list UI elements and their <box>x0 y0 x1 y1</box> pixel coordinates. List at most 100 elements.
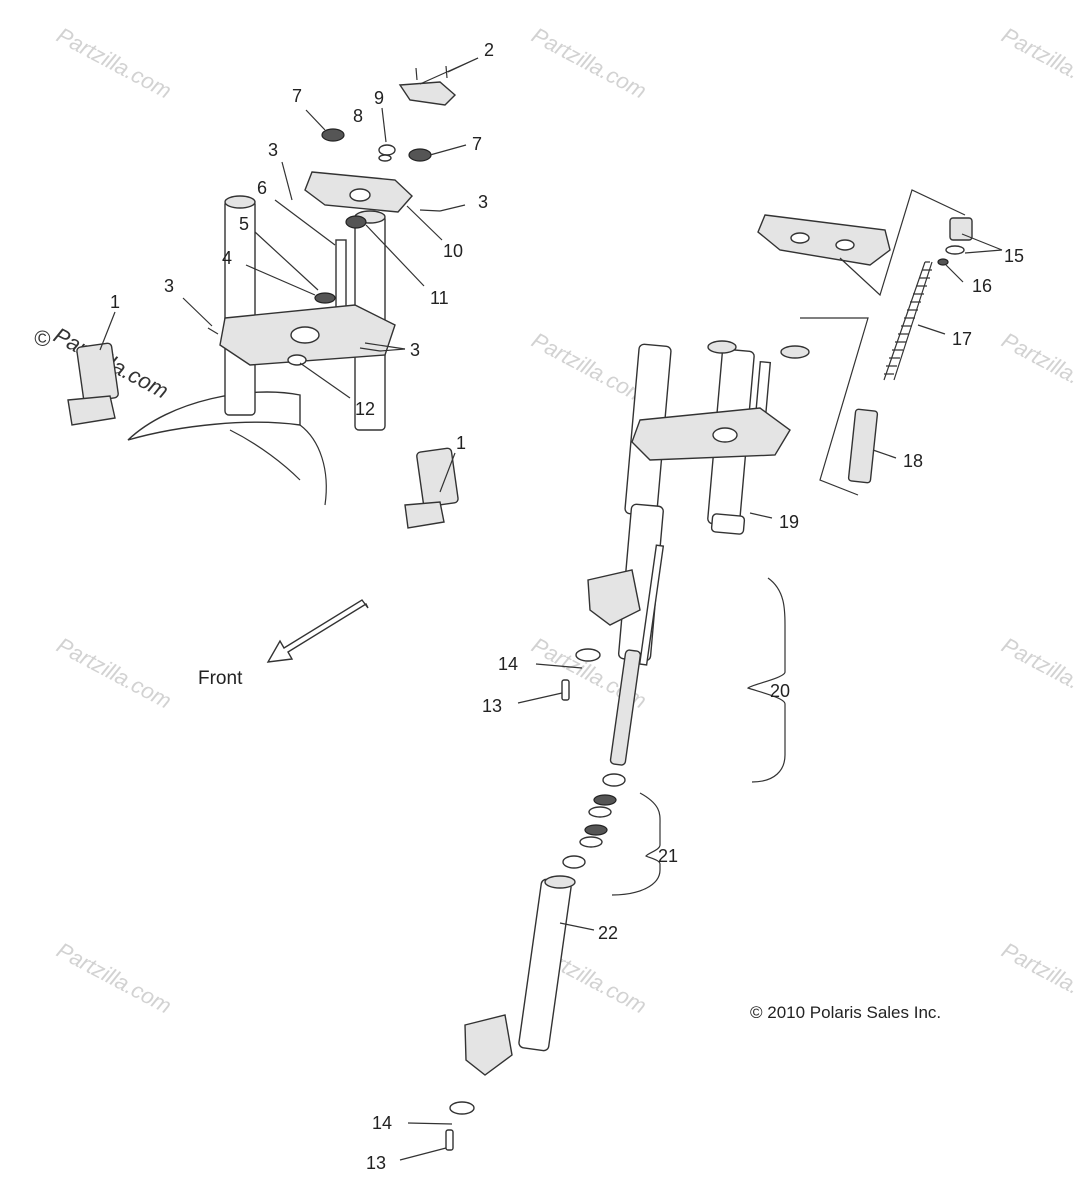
fork-cover-bracket <box>404 501 445 529</box>
bearing-race <box>321 128 345 142</box>
watermark: Partzilla.com <box>53 937 176 1018</box>
callout-10: 10 <box>443 241 463 261</box>
watermark-copyright-symbol: © <box>34 326 51 351</box>
screw <box>359 347 381 352</box>
callout-19: 19 <box>779 512 799 532</box>
bearing-upper <box>345 215 367 229</box>
watermark: Partzilla.com <box>998 632 1074 713</box>
watermark: Partzilla.com <box>53 22 176 103</box>
fork-cover <box>416 447 459 508</box>
screw <box>207 327 219 335</box>
brace-20 <box>747 577 786 783</box>
leader-lines <box>99 57 1003 1161</box>
watermark: Partzilla.com <box>998 327 1074 408</box>
front-fender <box>127 391 301 441</box>
right-assembly <box>445 189 973 1151</box>
slider-top <box>544 875 576 889</box>
pin <box>445 1129 454 1151</box>
callout-2: 2 <box>484 40 494 60</box>
callout-13: 13 <box>482 696 502 716</box>
bearing-race <box>408 148 432 162</box>
callout-7: 7 <box>472 134 482 154</box>
fork-tube-cap <box>224 195 256 209</box>
brace-21 <box>611 792 661 896</box>
washer <box>588 806 612 818</box>
seal-ring <box>593 794 617 806</box>
callout-labels: 1 1 2 3 3 3 3 4 5 6 7 7 8 9 10 11 12 13 … <box>110 40 1024 1173</box>
watermark: Partzilla.com <box>998 22 1074 103</box>
callout-14: 14 <box>498 654 518 674</box>
fork-tube-cap <box>707 340 737 354</box>
callout-3: 3 <box>478 192 488 212</box>
watermark: Partzilla.com <box>998 937 1074 1018</box>
watermarks: Partzilla.com Partzilla.com Partzilla.co… <box>34 22 1074 1018</box>
axle-end <box>575 648 601 662</box>
exploded-bracket <box>800 317 869 496</box>
top-cover <box>398 81 457 106</box>
watermark: Partzilla.com <box>528 327 651 408</box>
stem-nut <box>378 144 396 156</box>
fork-tube-cap <box>780 345 810 359</box>
slider-caliper-mount <box>464 1014 513 1076</box>
fork-cover <box>76 342 119 403</box>
callout-18: 18 <box>903 451 923 471</box>
watermark: Partzilla.com <box>528 22 651 103</box>
watermark: Partzilla.com <box>53 632 176 713</box>
front-wheel-outline <box>299 424 327 506</box>
bearing-lower <box>287 354 307 366</box>
copyright-notice: © 2010 Polaris Sales Inc. <box>750 1003 941 1022</box>
fork-cap <box>949 217 973 241</box>
callout-1: 1 <box>456 433 466 453</box>
callout-3: 3 <box>410 340 420 360</box>
callout-21: 21 <box>658 846 678 866</box>
washer <box>378 154 392 162</box>
damper-body <box>609 649 642 766</box>
callout-8: 8 <box>353 106 363 126</box>
stem-nut <box>314 292 336 304</box>
seal-ring <box>584 824 608 836</box>
callout-13: 13 <box>366 1153 386 1173</box>
callout-17: 17 <box>952 329 972 349</box>
screw <box>364 342 386 347</box>
clamp-bore <box>712 427 738 443</box>
front-direction-arrow <box>266 599 369 663</box>
upper-triple-clamp <box>757 214 891 266</box>
clamp-bore <box>790 232 810 244</box>
bushing <box>562 855 586 869</box>
callout-3: 3 <box>268 140 278 160</box>
fork-lower-leg-right <box>710 513 746 535</box>
nut <box>937 258 949 266</box>
callout-5: 5 <box>239 214 249 234</box>
callout-12: 12 <box>355 399 375 419</box>
callout-6: 6 <box>257 178 267 198</box>
clamp-bore <box>349 188 371 202</box>
screw <box>415 67 418 81</box>
spacer-tube <box>847 408 879 484</box>
fork-cover-bracket <box>67 395 116 426</box>
callout-3: 3 <box>164 276 174 296</box>
callout-20: 20 <box>770 681 790 701</box>
axle-end <box>449 1101 475 1115</box>
callout-22: 22 <box>598 923 618 943</box>
fork-spring <box>883 261 933 381</box>
callout-9: 9 <box>374 88 384 108</box>
callout-16: 16 <box>972 276 992 296</box>
caliper-mount <box>587 569 641 626</box>
clamp-bore <box>835 239 855 251</box>
callout-11: 11 <box>430 288 449 308</box>
front-label: Front <box>198 668 243 689</box>
o-ring <box>945 245 965 255</box>
callout-14: 14 <box>372 1113 392 1133</box>
exploded-bracket <box>839 189 966 297</box>
callout-15: 15 <box>1004 246 1024 266</box>
callout-1: 1 <box>110 292 120 312</box>
left-assembly: Front <box>67 65 459 689</box>
clamp-bore <box>290 326 320 344</box>
front-wheel-outline <box>229 429 301 481</box>
damper-rod <box>638 544 665 666</box>
screw <box>419 209 441 212</box>
bushing <box>602 773 626 787</box>
pin <box>561 679 570 701</box>
lower-triple-clamp <box>631 407 791 461</box>
